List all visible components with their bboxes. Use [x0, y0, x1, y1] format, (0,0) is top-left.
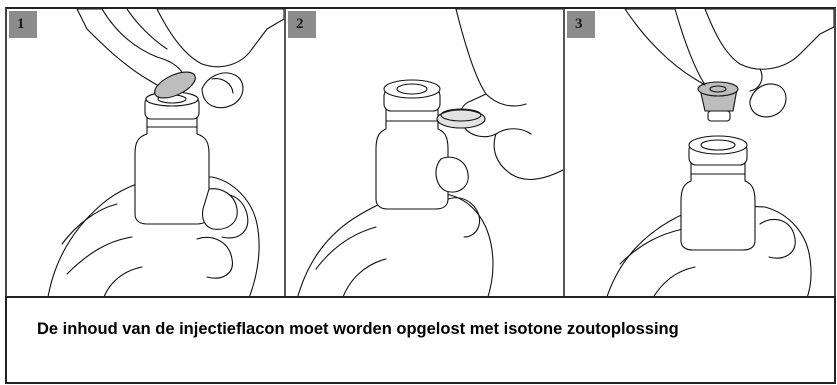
step-1-illustration: [7, 9, 284, 301]
caption-box: De inhoud van de injectieflacon moet wor…: [5, 296, 836, 384]
step-number-badge: 2: [288, 11, 316, 38]
step-panel-1: 1: [7, 9, 284, 301]
step-number-badge: 3: [567, 11, 595, 38]
caption-text: De inhoud van de injectieflacon moet wor…: [37, 320, 679, 339]
step-number-badge: 1: [9, 11, 37, 38]
step-panel-3: 3: [563, 9, 834, 301]
step-3-illustration: [565, 9, 834, 301]
instruction-figure-row: 1 2: [5, 7, 836, 301]
step-panel-2: 2: [284, 9, 563, 301]
step-2-illustration: [286, 9, 563, 301]
